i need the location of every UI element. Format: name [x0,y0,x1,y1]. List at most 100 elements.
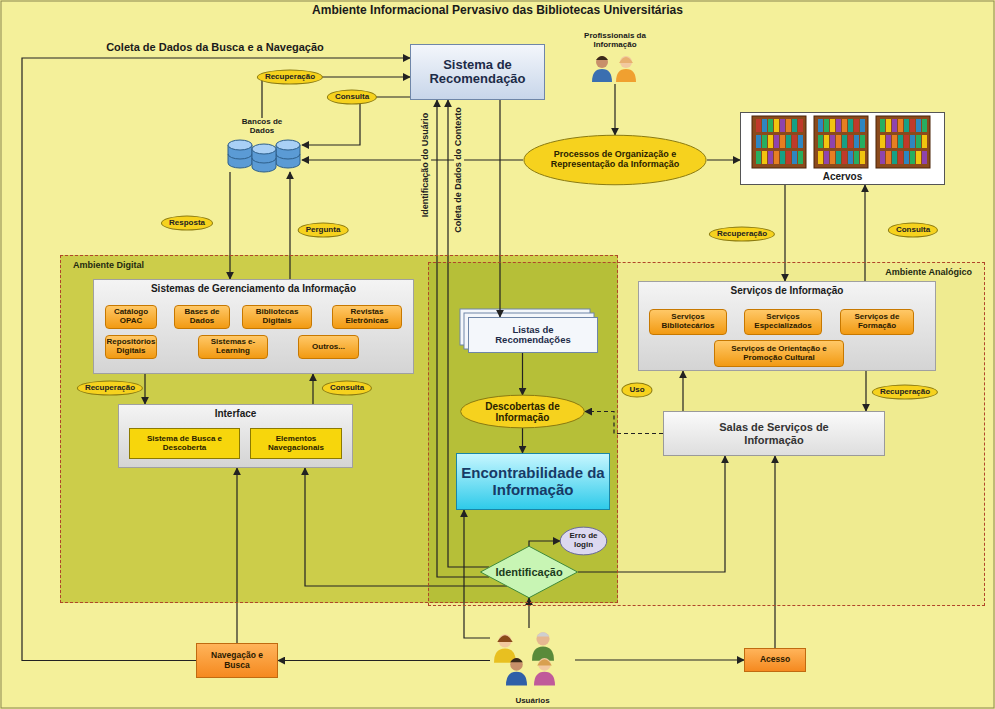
system-box: Sistema de Recomendação [410,44,545,100]
book [916,135,921,148]
icon-label-node: Profissionais da Informação [575,32,655,84]
book [830,151,835,164]
book [774,119,779,132]
node-text: Serviços de Orientação e Promoção Cultur… [717,345,841,363]
edge-label: Uso [621,383,652,398]
node-text: Serviços Bibliotecários [652,313,724,331]
list-box: Listas de Recomendações [468,317,598,353]
service-box: Repositórios Digitais [105,335,157,359]
node-text: Sistemas e-Learning [201,338,265,356]
service-box: Sistemas e-Learning [198,335,268,359]
book [780,135,785,148]
document-box: Elementos Navegacionais [250,428,342,459]
book [836,135,841,148]
shelf [752,116,806,168]
connector [614,84,615,135]
book [756,151,761,164]
book [842,135,847,148]
service-box: Serviços Bibliotecários [649,309,727,335]
connector [707,159,740,160]
service-box: Serviços de Formação [840,309,914,335]
book [830,135,835,148]
action-box: Navegação e Busca [196,643,278,678]
node-text: Elementos Navegacionais [253,435,339,453]
book [854,151,859,164]
edge-label: Coleta de Dados da Busca e a Navegação [106,41,324,53]
book [818,119,823,132]
edge-label: Recuperação [77,381,143,396]
node-text: Navegação e Busca [199,651,275,670]
book [768,151,773,164]
book [798,135,803,148]
book [818,135,823,148]
book [886,151,891,164]
book [768,119,773,132]
book [786,119,791,132]
book [756,119,761,132]
user-icons [494,632,555,685]
service-box: Catálogo OPAC [105,305,157,329]
service-box: Serviços Especializados [744,309,822,335]
service-box: Serviços de Orientação e Promoção Cultur… [714,340,844,367]
node-text: Ambiente Analógico [885,268,972,278]
diamond-shape [480,546,577,597]
book [880,119,885,132]
edge-label: Recuperação [872,385,938,400]
connector [289,172,290,279]
book [842,151,847,164]
book [910,135,915,148]
book [756,135,761,148]
node-text: Sistemas de Gerenciamento da Informação [151,283,356,294]
book [860,119,865,132]
icon-label-node: Bancos de Dados [222,118,302,172]
book [898,151,903,164]
book [836,151,841,164]
book [892,151,897,164]
book [842,119,847,132]
node-text: Bibliotecas Digitais [245,308,309,326]
node-text: Serviços de Formação [843,313,911,331]
edge-label: Recuperação [709,227,775,242]
edge-label: Consulta [327,90,377,105]
node-text: Sistema de Recomendação [413,58,542,87]
service-box: Revistas Eletrônicas [332,305,402,329]
node-text: Catálogo OPAC [108,308,154,326]
book [892,135,897,148]
connector [864,185,865,281]
book [922,119,927,132]
connector [278,660,490,661]
book [904,119,909,132]
book [854,119,859,132]
book [836,119,841,132]
connector [144,374,145,404]
book [916,119,921,132]
ellipse-shape [524,135,706,185]
connector [499,100,500,317]
ellipse-shape [461,395,585,428]
node-text: Revistas Eletrônicas [335,308,399,326]
node-text: Outros... [312,343,345,352]
book [892,119,897,132]
connector [522,353,523,395]
book [860,135,865,148]
node-text: Descobertas de Informação [475,401,570,423]
connector [229,172,230,279]
book [792,135,797,148]
book [830,119,835,132]
service-box: Outros... [298,335,359,359]
book [848,151,853,164]
book [886,119,891,132]
connector [774,456,775,648]
book [922,151,927,164]
edge-label: Resposta [161,216,213,231]
node-text: Sistema de Busca e Descoberta [132,435,237,453]
edge-label: Identificação do Usuário [421,111,431,220]
node-text: Acervos [823,171,862,182]
book [768,135,773,148]
connector [682,371,683,411]
service-box: Bibliotecas Digitais [242,305,312,329]
book [860,151,865,164]
node-text: Acesso [760,655,790,664]
node-text: Serviços Especializados [747,313,819,331]
node-text: Bancos de Dados [240,118,284,136]
